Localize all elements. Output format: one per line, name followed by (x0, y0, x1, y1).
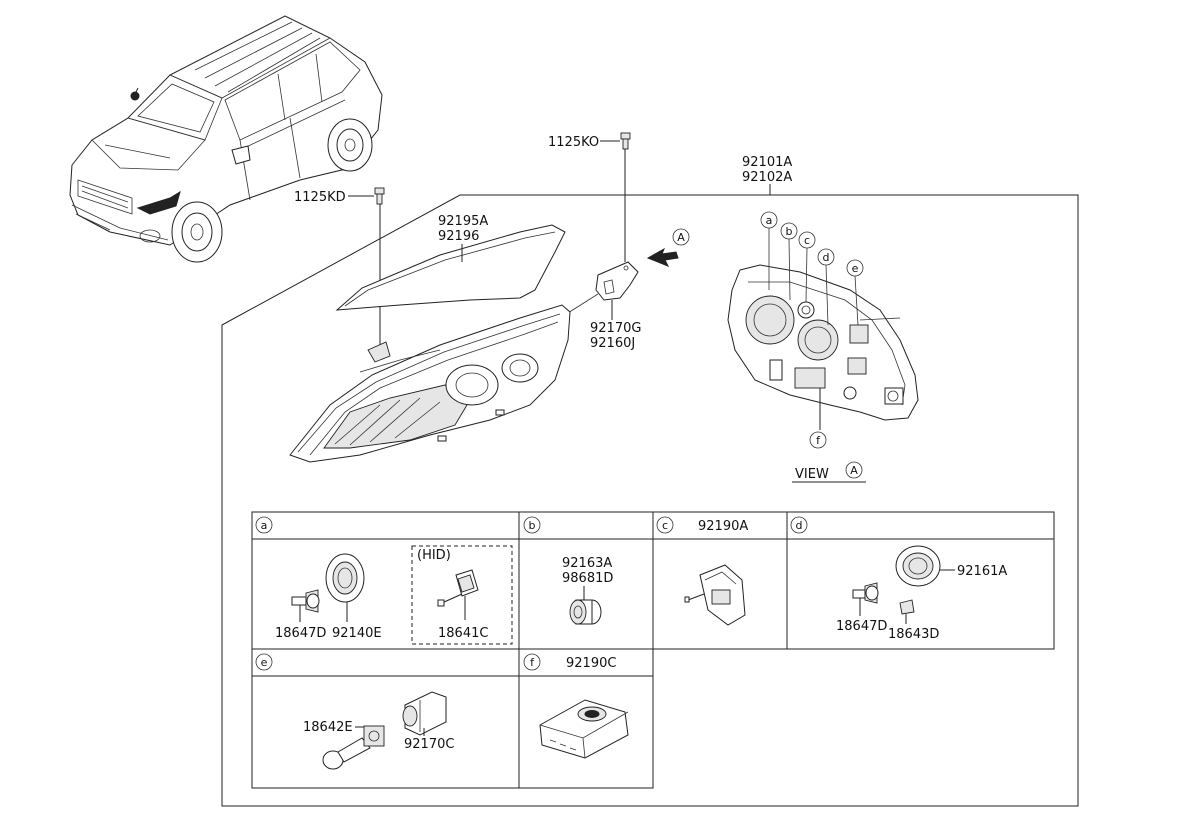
bracket: 92170G 92160J (559, 261, 641, 351)
svg-text:a: a (766, 214, 773, 227)
cell-d: d 92161A 18647D 18643D (790, 516, 1007, 642)
svg-text:d: d (796, 519, 803, 532)
svg-text:f: f (530, 656, 535, 669)
leveling-actuator (684, 564, 746, 626)
bolt-1125KO: 1125KO (548, 132, 631, 262)
callout-a: a (760, 211, 778, 290)
cap-92161A (895, 545, 955, 587)
ballast-unit (539, 699, 629, 759)
bulb-18647D-d (852, 582, 879, 616)
callout-f: f (809, 431, 827, 449)
view-a-label: VIEW A (792, 461, 866, 483)
svg-text:f: f (816, 434, 821, 447)
socket-92170C (402, 691, 447, 736)
label-92195A: 92195A (438, 214, 488, 229)
grommet (569, 599, 602, 625)
parts-table: a 18647D 92140E (HID) (251, 511, 1055, 789)
svg-text:c: c (662, 519, 668, 532)
svg-text:e: e (261, 656, 268, 669)
hid-box (411, 545, 513, 645)
bulb-18642E (322, 725, 385, 770)
svg-text:18641C: 18641C (438, 626, 488, 641)
svg-text:92170C: 92170C (404, 737, 454, 752)
assembly-boundary (221, 194, 1079, 807)
label-92196: 92196 (438, 229, 479, 244)
cap-92140E (325, 553, 365, 622)
svg-text:92140E: 92140E (332, 626, 382, 641)
cell-c: c 92190A (656, 516, 748, 626)
bolt-1125KD: 1125KD (294, 187, 385, 345)
vehicle-illustration (69, 15, 383, 263)
bulb-18647D (291, 589, 320, 622)
svg-text:e: e (852, 262, 859, 275)
hid-label: (HID) (417, 548, 451, 563)
svg-text:18642E: 18642E (303, 720, 353, 735)
callout-c: c (798, 231, 816, 303)
svg-text:18647D: 18647D (275, 626, 326, 641)
callout-d: d (817, 248, 835, 326)
headlamp-assembly (289, 304, 571, 463)
view-arrow: A (646, 228, 690, 267)
svg-text:d: d (823, 251, 830, 264)
screw-18643D (899, 599, 915, 624)
svg-text:VIEW: VIEW (795, 467, 829, 482)
callout-b: b (780, 222, 798, 301)
svg-text:18647D: 18647D (836, 619, 887, 634)
view-arrow-letter: A (677, 231, 685, 244)
svg-text:92161A: 92161A (957, 564, 1007, 579)
label-92102A: 92102A (742, 170, 792, 185)
label-92101A: 92101A (742, 155, 792, 170)
svg-text:18643D: 18643D (888, 627, 939, 642)
svg-text:b: b (529, 519, 536, 532)
svg-text:92190A: 92190A (698, 519, 748, 534)
svg-text:c: c (804, 234, 810, 247)
svg-text:a: a (261, 519, 268, 532)
cell-e: e 18642E 92170C (255, 653, 454, 770)
label-1125KD: 1125KD (294, 190, 346, 205)
view-a-rear (727, 264, 919, 430)
label-92160J: 92160J (590, 336, 635, 351)
label-92170G: 92170G (590, 321, 641, 336)
svg-text:92163A: 92163A (562, 556, 612, 571)
svg-text:b: b (786, 225, 793, 238)
lens-cover: 92195A 92196 (335, 214, 566, 311)
cell-a: a 18647D 92140E (HID) (255, 516, 513, 645)
svg-text:A: A (850, 464, 858, 477)
svg-text:98681D: 98681D (562, 571, 613, 586)
cell-b: b 92163A 98681D (523, 516, 613, 625)
label-1125KO: 1125KO (548, 135, 599, 150)
svg-text:92190C: 92190C (566, 656, 616, 671)
cell-f: f 92190C (523, 653, 629, 759)
callout-e: e (846, 259, 864, 326)
hid-bulb-18641C (437, 569, 479, 620)
